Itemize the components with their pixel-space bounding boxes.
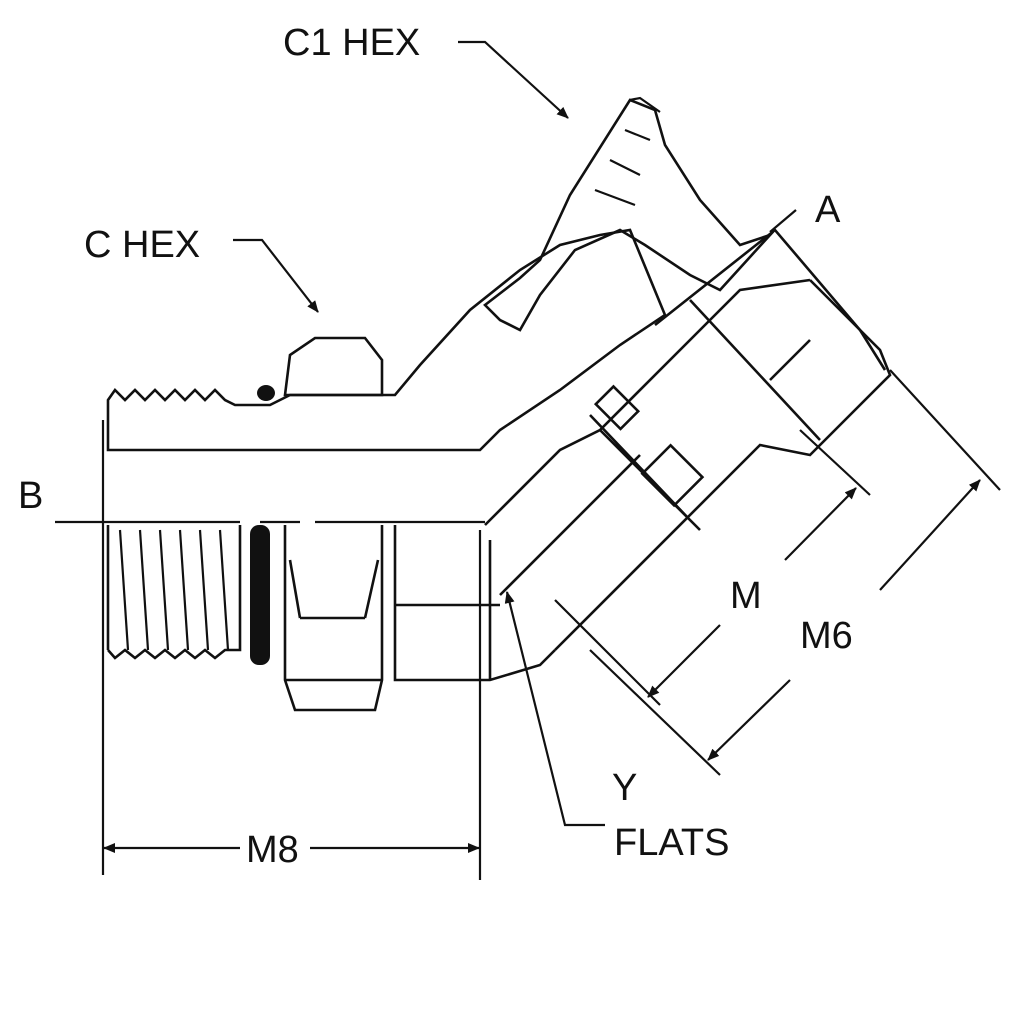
callout-c-hex: C HEX: [84, 224, 319, 313]
label-y: Y: [612, 767, 637, 809]
callout-y-flats: Y FLATS: [504, 591, 729, 864]
label-m8: M8: [246, 829, 299, 871]
straight-end-outline: [106, 525, 556, 712]
label-c-hex: C HEX: [84, 224, 200, 266]
label-m6: M6: [800, 615, 853, 657]
o-ring-lower: [250, 525, 270, 665]
label-m: M: [730, 575, 762, 617]
callout-a: A: [769, 189, 841, 233]
label-a: A: [815, 189, 841, 231]
c-hex-section: [283, 336, 384, 397]
groove-detail: [640, 443, 705, 508]
dimension-m: M: [554, 429, 871, 706]
label-c1-hex: C1 HEX: [283, 22, 420, 64]
dimension-m8: M8: [101, 420, 482, 880]
label-flats: FLATS: [614, 822, 729, 864]
o-ring-upper: [257, 385, 275, 401]
swivel-nut-section: [483, 98, 775, 332]
callout-c1-hex: C1 HEX: [283, 22, 569, 119]
swivel-end-outline: [484, 228, 892, 651]
body-section: [106, 96, 775, 452]
label-b: B: [18, 475, 43, 517]
dimension-m6: M6: [589, 369, 1001, 776]
